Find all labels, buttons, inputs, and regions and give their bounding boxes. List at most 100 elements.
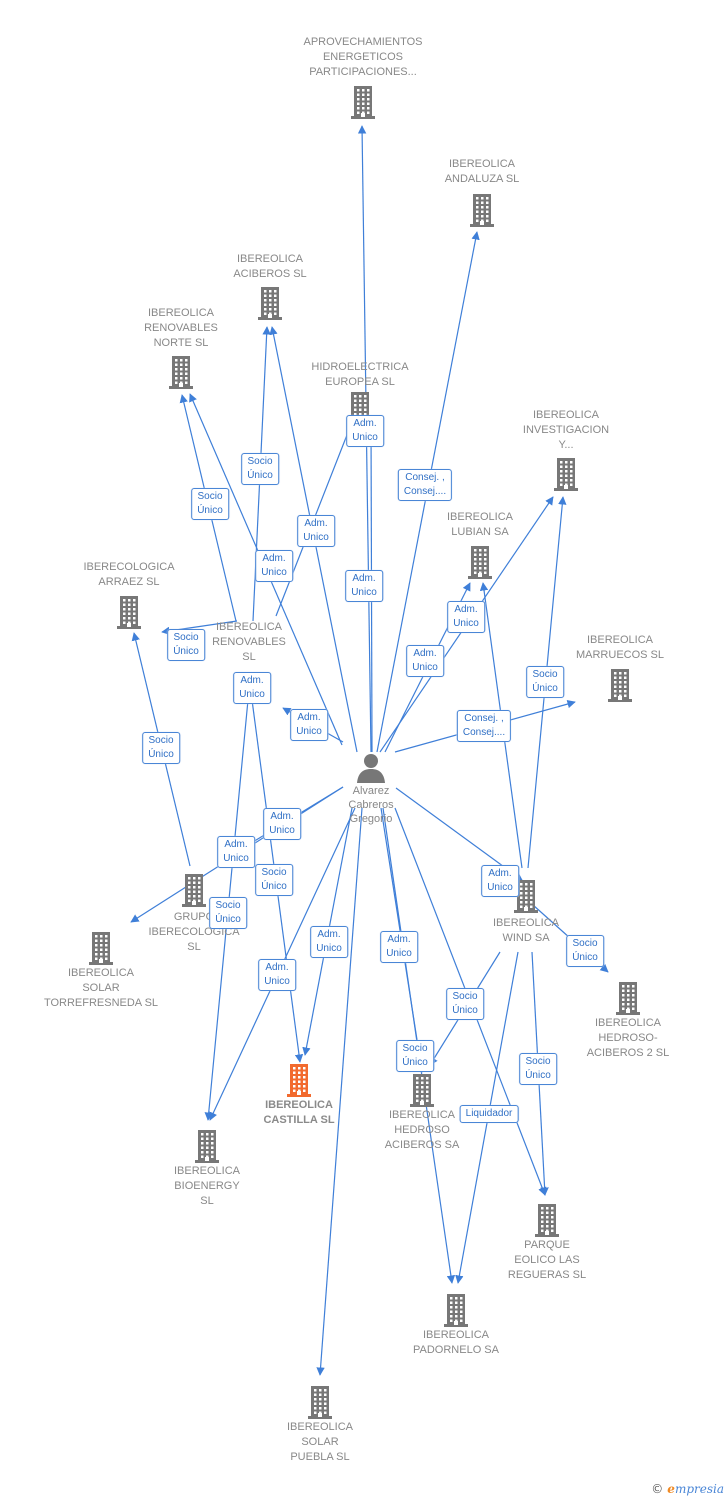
andaluza-icon-wrap[interactable] (468, 193, 496, 232)
company-name-line: ANDALUZA SL (444, 173, 520, 185)
torrefresneda-icon-wrap[interactable] (87, 931, 115, 970)
hedroso-icon-wrap[interactable] (408, 1073, 436, 1112)
edge-label-line: Unico (223, 853, 249, 864)
company-name-line: IBEREOLICA (422, 1329, 490, 1341)
company-name-line: REGUERAS SL (507, 1269, 587, 1281)
company-name-line: ARRAEZ SL (98, 576, 160, 588)
edge-label[interactable]: Consej. ,Consej.... (456, 710, 512, 742)
company-name-line: SL (200, 1195, 214, 1207)
edge-label-line: Unico (261, 567, 287, 578)
person-node[interactable]: Alvarez Cabreros Gregorio (311, 752, 431, 826)
edge-label[interactable]: Adm.Unico (406, 645, 444, 677)
edge-label[interactable]: Adm.Unico (290, 709, 328, 741)
edge-label-line: Adm. (262, 553, 286, 564)
company-name-line: INVESTIGACION (522, 424, 610, 436)
hedroso2-icon-wrap[interactable] (614, 981, 642, 1020)
edge-label[interactable]: Adm.Unico (233, 672, 271, 704)
edge-label[interactable]: Adm.Unico (380, 931, 418, 963)
company-name-line: BIOENERGY (174, 1180, 240, 1192)
wind-icon-wrap[interactable] (512, 879, 540, 918)
investigacion-icon-wrap[interactable] (552, 457, 580, 496)
edge-label-line: Adm. (317, 929, 341, 940)
edge-label[interactable]: Adm.Unico (217, 836, 255, 868)
company-name-line: CASTILLA SL (263, 1114, 335, 1126)
aprovechamientos-icon-wrap[interactable] (349, 85, 377, 124)
regueras-icon-wrap[interactable] (533, 1203, 561, 1242)
edge-label[interactable]: Adm.Unico (297, 515, 335, 547)
company-name-line: SOLAR (82, 982, 120, 994)
edge-label[interactable]: Consej. ,Consej.... (397, 469, 453, 501)
edge-label-line: Consej.... (403, 486, 447, 497)
edge-label[interactable]: Adm.Unico (346, 415, 384, 447)
edge-label[interactable]: Liquidador (459, 1105, 519, 1123)
renovables-norte-icon-wrap[interactable] (167, 355, 195, 394)
arraez-icon-wrap[interactable] (115, 595, 143, 634)
castilla-icon-wrap[interactable] (285, 1063, 313, 1102)
edge-label[interactable]: Adm.Unico (481, 865, 519, 897)
edge-label[interactable]: Adm.Unico (310, 926, 348, 958)
edge-label-line: Unico (303, 532, 329, 543)
marruecos-icon-wrap[interactable] (606, 668, 634, 707)
puebla-icon-wrap[interactable] (306, 1385, 334, 1424)
footer-brand: ©empresia (651, 1482, 724, 1496)
company-name-line: GRUPO (173, 911, 215, 923)
edge-label[interactable]: Adm.Unico (447, 601, 485, 633)
edge-label-line: Unico (239, 689, 265, 700)
edge-label[interactable]: Adm.Unico (345, 570, 383, 602)
aciberos-icon-wrap[interactable] (256, 286, 284, 325)
edge-label-line: Adm. (265, 962, 289, 973)
building-icon (470, 194, 494, 227)
edge-24 (395, 787, 523, 881)
building-icon (308, 1386, 332, 1419)
company-name-line: IBEREOLICA (532, 409, 600, 421)
company-name-line: IBEREOLICA (388, 1109, 456, 1121)
edge-label-line: Único (261, 881, 287, 892)
company-node-bioenergy[interactable]: IBEREOLICA BIOENERGY SL (132, 1164, 282, 1209)
edge-label[interactable]: Adm. Unico (255, 550, 293, 582)
bioenergy-icon-wrap[interactable] (193, 1129, 221, 1168)
lubian-icon-wrap[interactable] (466, 545, 494, 584)
company-name-line: HIDROELECTRICA (311, 361, 409, 373)
building-icon (258, 287, 282, 320)
grupo-icon-wrap[interactable] (180, 873, 208, 912)
company-name-line: IBEREOLICA (173, 1165, 241, 1177)
building-icon (195, 1130, 219, 1163)
edge-label-line: Socio (525, 1056, 551, 1067)
company-name-line: PUEBLA SL (290, 1451, 350, 1463)
padornelo-icon-wrap[interactable] (442, 1293, 470, 1332)
edge-label[interactable]: Adm.Unico (263, 808, 301, 840)
edge-label[interactable]: Adm.Unico (258, 959, 296, 991)
company-name-line: SL (187, 941, 201, 953)
edge-label-line: Único (452, 1005, 478, 1016)
